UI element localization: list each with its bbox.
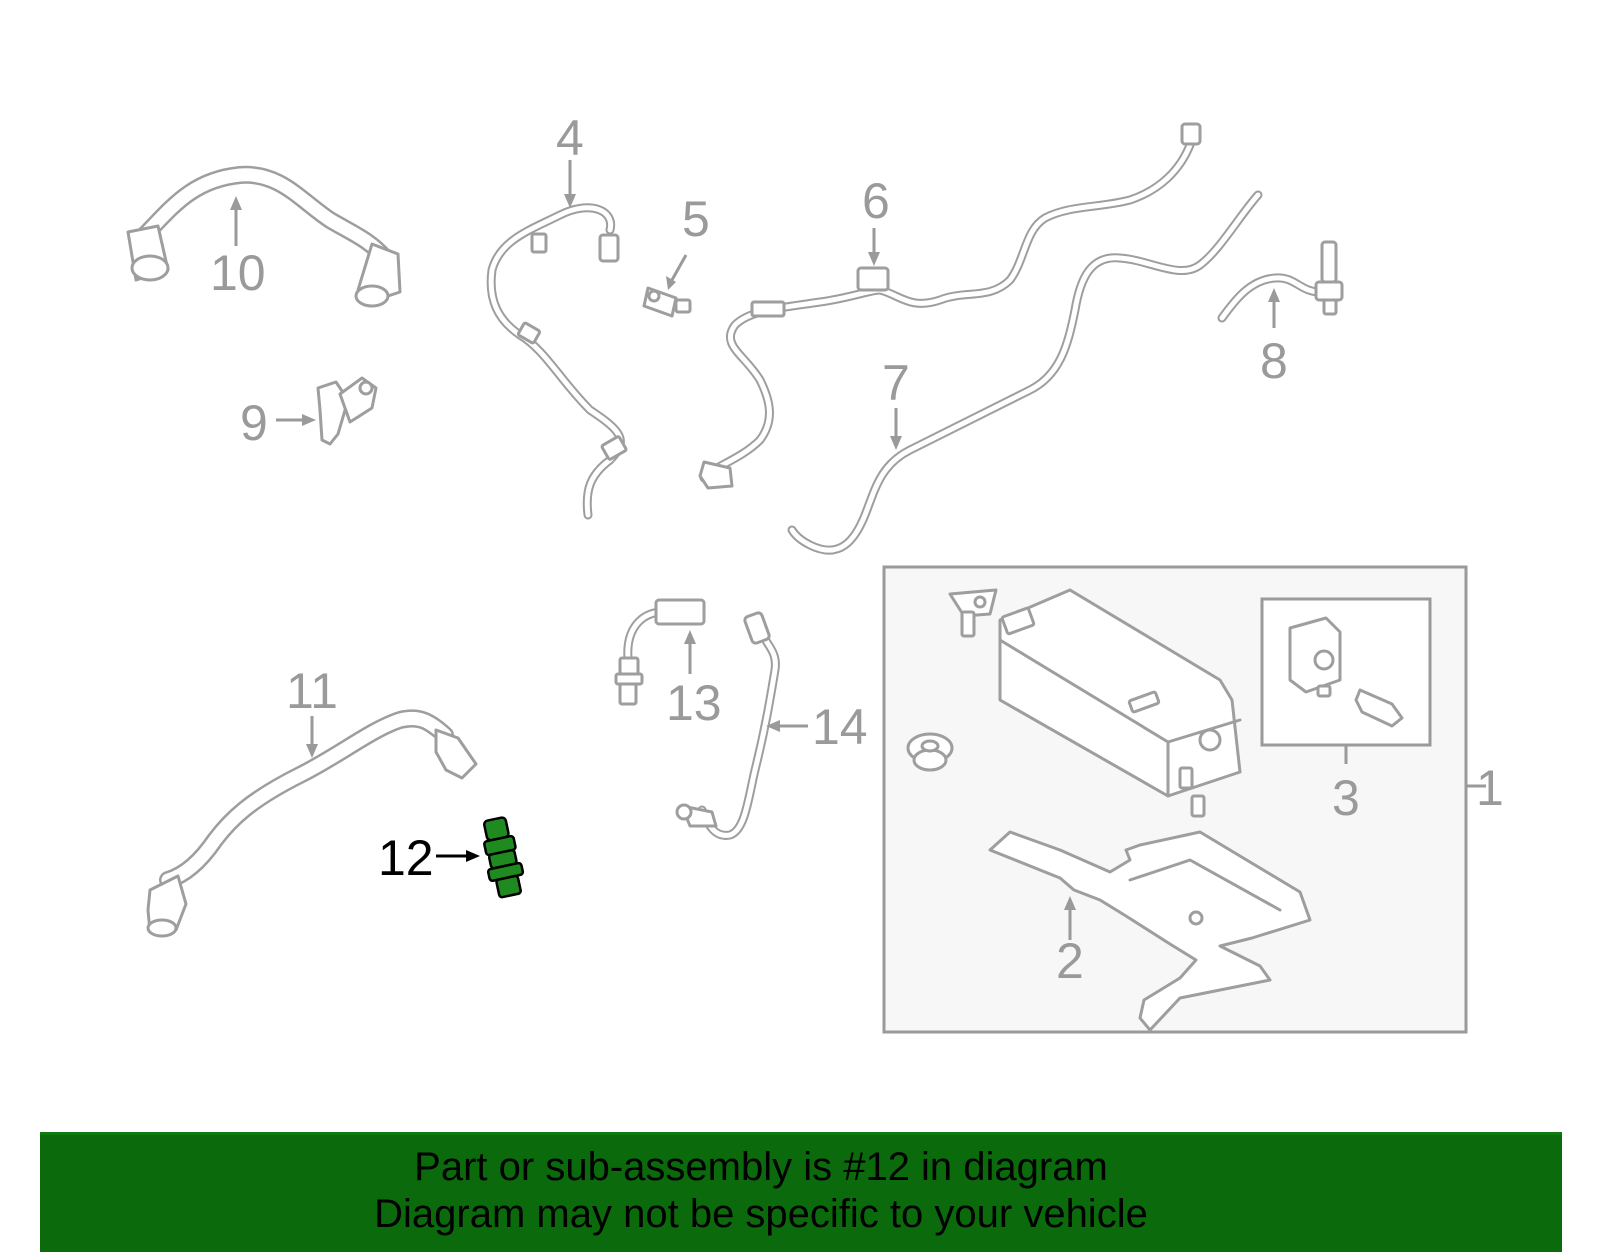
part-12-fitting[interactable] bbox=[478, 816, 527, 899]
label-11: 11 bbox=[286, 663, 338, 719]
label-3: 3 bbox=[1332, 770, 1360, 826]
label-12: 12 bbox=[378, 830, 434, 886]
label-6: 6 bbox=[862, 173, 890, 229]
footer-line-2: Diagram may not be specific to your vehi… bbox=[374, 1192, 1148, 1236]
label-4: 4 bbox=[556, 110, 584, 166]
label-7: 7 bbox=[882, 355, 910, 411]
label-5: 5 bbox=[682, 191, 710, 247]
part-7-callout: 7 bbox=[882, 355, 910, 450]
canister-bracket[interactable] bbox=[948, 588, 998, 638]
label-2: 2 bbox=[1056, 933, 1084, 989]
part-13-sensor[interactable] bbox=[614, 598, 706, 706]
part-6-callout: 6 bbox=[862, 173, 890, 266]
part-8-hose[interactable] bbox=[1217, 240, 1344, 323]
label-13: 13 bbox=[666, 675, 722, 731]
part-2-callout: 2 bbox=[1056, 896, 1084, 989]
part-2-bracket[interactable] bbox=[988, 830, 1312, 1032]
part-5-callout: 5 bbox=[666, 191, 710, 290]
part-14-callout: 14 bbox=[766, 699, 868, 755]
part-9-callout: 9 bbox=[240, 395, 316, 451]
part-13-callout: 13 bbox=[666, 630, 722, 731]
part-12-callout: 12 bbox=[378, 830, 480, 886]
part-7-line[interactable] bbox=[787, 190, 1263, 555]
part-10-callout: 10 bbox=[210, 196, 266, 301]
label-8: 8 bbox=[1260, 333, 1288, 389]
part-11-hose[interactable] bbox=[146, 709, 478, 938]
part-14-line[interactable] bbox=[675, 611, 780, 840]
footer-banner: Part or sub-assembly is #12 in diagram D… bbox=[40, 1132, 1562, 1252]
part-4-callout: 4 bbox=[556, 110, 584, 208]
part-3-valve[interactable] bbox=[1288, 616, 1404, 728]
label-10: 10 bbox=[210, 245, 266, 301]
part-6-line[interactable] bbox=[698, 122, 1202, 490]
label-14: 14 bbox=[812, 699, 868, 755]
grommet[interactable] bbox=[906, 732, 954, 772]
part-9-valve[interactable] bbox=[316, 376, 378, 446]
label-1: 1 bbox=[1476, 760, 1504, 816]
part-5-connector[interactable] bbox=[642, 286, 692, 318]
part-8-callout: 8 bbox=[1260, 288, 1288, 389]
part-4-tube[interactable] bbox=[486, 203, 628, 520]
part-10-hose[interactable] bbox=[126, 165, 402, 308]
part-11-callout: 11 bbox=[286, 663, 338, 758]
canister[interactable] bbox=[998, 588, 1242, 818]
label-9: 9 bbox=[240, 395, 268, 451]
footer-line-1: Part or sub-assembly is #12 in diagram bbox=[414, 1145, 1108, 1189]
